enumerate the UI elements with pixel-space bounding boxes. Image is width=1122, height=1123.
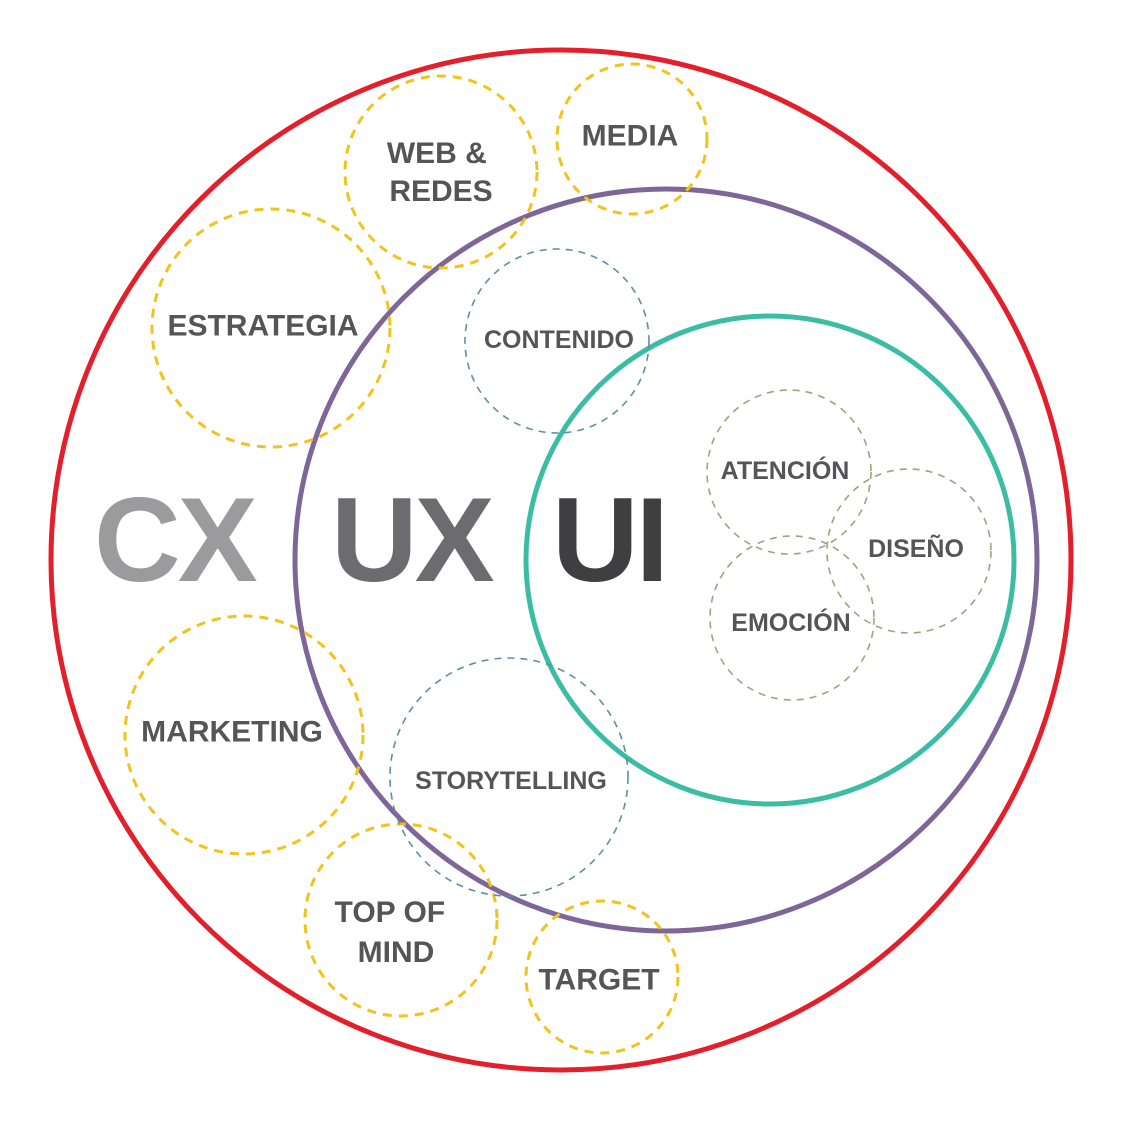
label-top-line2: MIND — [358, 936, 435, 969]
ui-label: UI — [552, 473, 666, 607]
cx-ring — [48, 47, 1074, 1073]
label-web-line2: REDES — [389, 175, 492, 208]
bubble-diseno — [826, 468, 992, 634]
label-diseno: DISEÑO — [868, 533, 964, 563]
bubble-atencion — [706, 389, 872, 555]
bubble-contenido — [464, 248, 650, 434]
label-web-line1: WEB & — [387, 137, 487, 170]
label-top-of-mind: TOP OF MIND — [335, 896, 454, 969]
label-top-line1: TOP OF — [335, 896, 446, 929]
label-marketing: MARKETING — [141, 716, 323, 749]
bubble-emocion — [709, 535, 875, 701]
ux-ring — [292, 186, 1040, 934]
label-web-redes: WEB & REDES — [387, 137, 495, 208]
bubble-target — [524, 899, 680, 1055]
label-emocion: EMOCIÓN — [731, 607, 850, 637]
ux-label: UX — [331, 473, 494, 607]
ui-ring — [523, 313, 1017, 807]
label-estrategia: ESTRATEGIA — [167, 310, 358, 343]
label-atencion: ATENCIÓN — [721, 455, 850, 485]
bubble-media — [555, 62, 709, 216]
label-contenido: CONTENIDO — [484, 326, 634, 354]
label-storytelling: STORYTELLING — [415, 767, 607, 795]
label-media: MEDIA — [582, 120, 679, 153]
label-target: TARGET — [538, 964, 659, 997]
bubble-storytelling — [389, 657, 629, 897]
bubble-web-redes — [343, 74, 539, 270]
cx-label: CX — [94, 473, 257, 607]
bubble-marketing — [123, 614, 365, 856]
bubble-top-of-mind — [303, 822, 499, 1018]
bubble-estrategia — [150, 207, 392, 449]
